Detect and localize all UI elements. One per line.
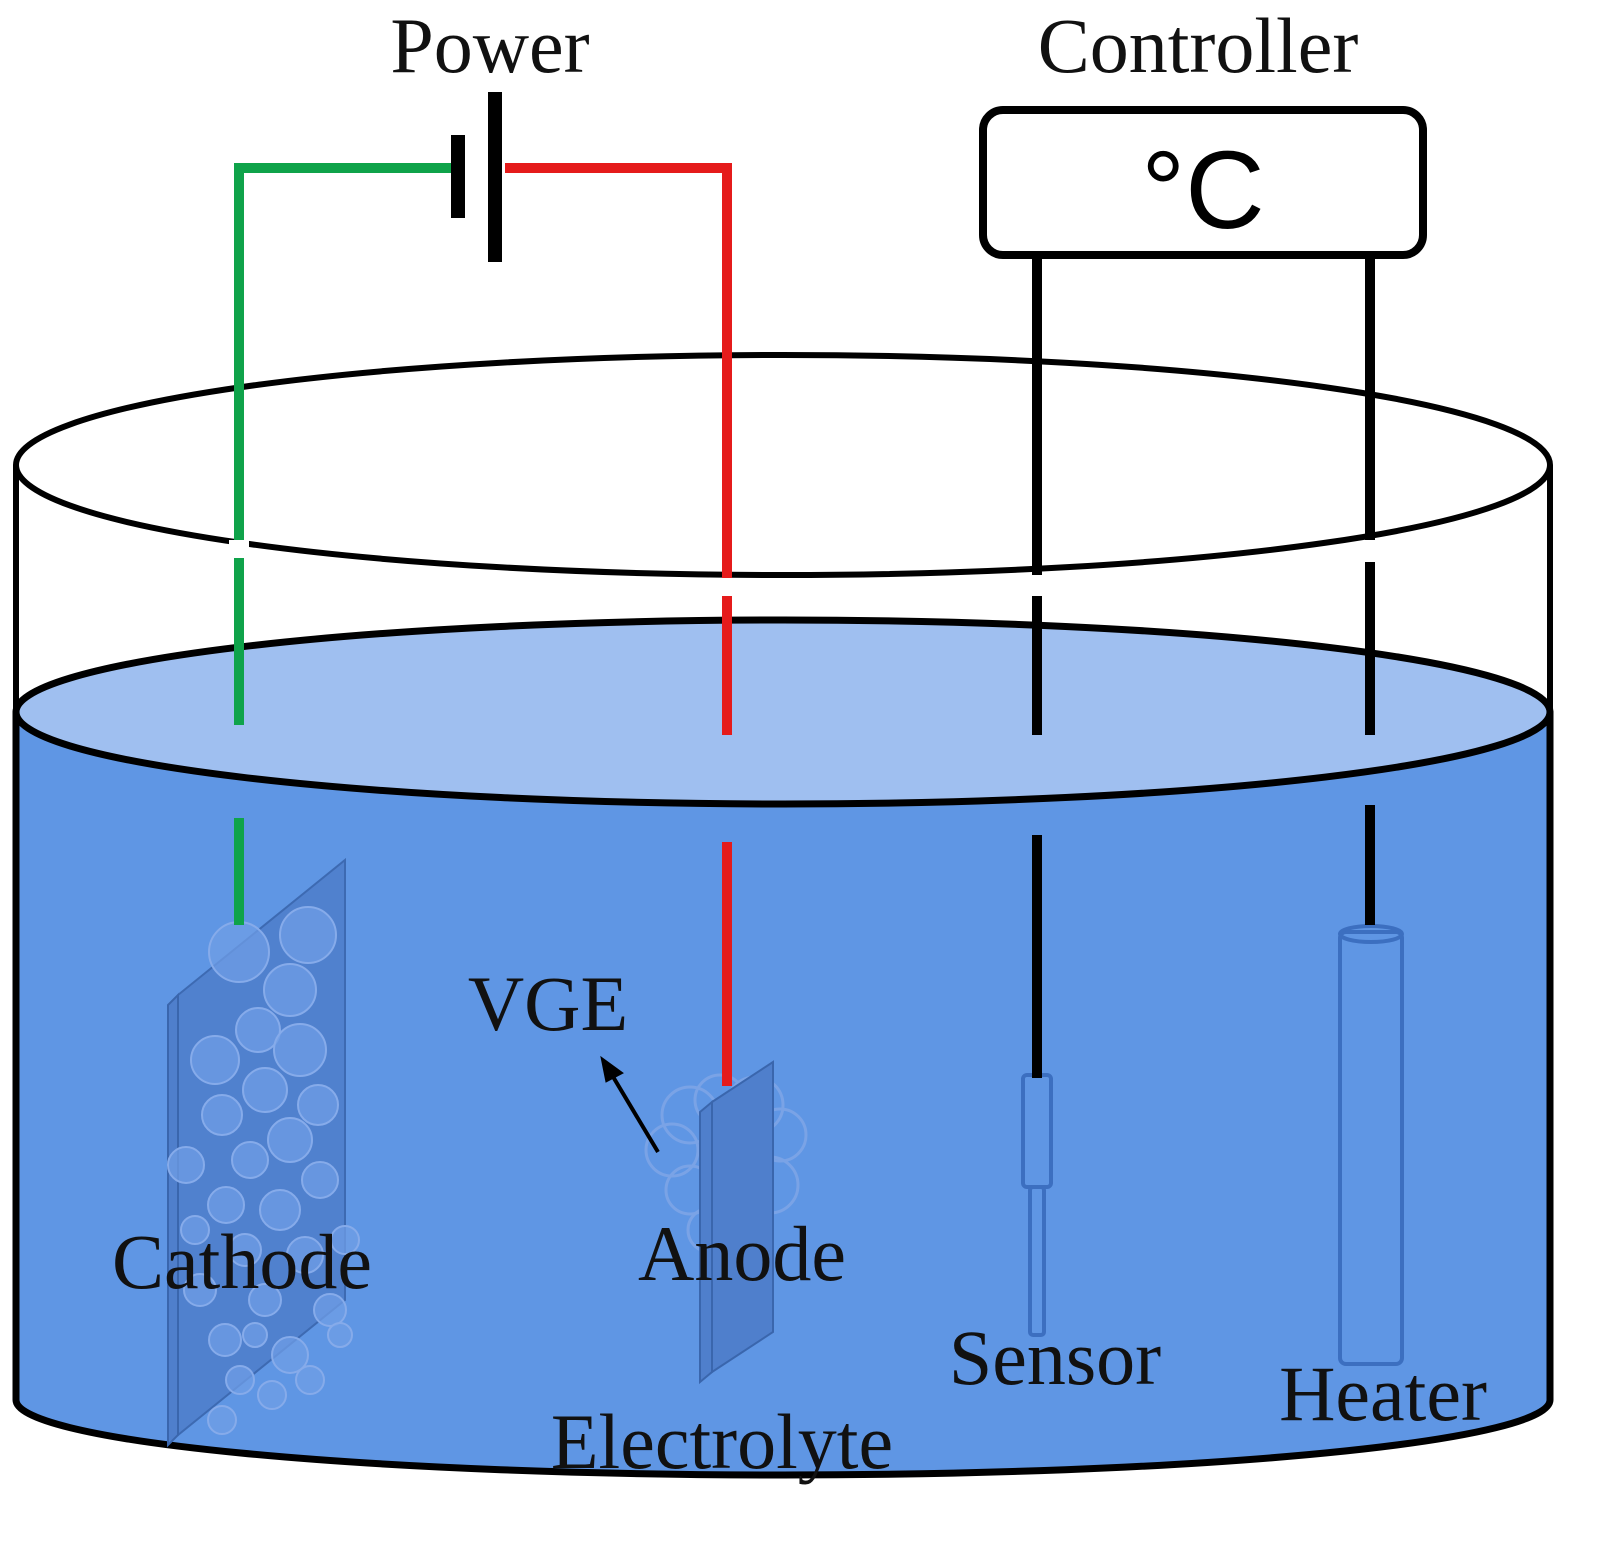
vge-arrow xyxy=(600,1055,660,1154)
gas-bubble xyxy=(248,1283,282,1317)
anode-wire xyxy=(505,163,732,1086)
gas-bubble xyxy=(228,1233,262,1267)
gas-bubble xyxy=(207,1186,245,1224)
gas-bubble xyxy=(297,1084,339,1126)
cathode-wire xyxy=(234,163,455,925)
gas-bubble xyxy=(242,1067,288,1113)
gas-bubble xyxy=(313,1293,347,1327)
gas-bubble xyxy=(259,1189,301,1231)
gas-bubble xyxy=(190,1035,240,1085)
electrolyte-body xyxy=(12,708,1554,1479)
controller-box xyxy=(979,106,1427,259)
gas-bubble xyxy=(295,1365,325,1395)
cathode-label: Cathode xyxy=(112,1218,372,1305)
gas-bubble xyxy=(231,1141,269,1179)
heater-label: Heater xyxy=(1279,1350,1487,1437)
gas-bubble xyxy=(207,1405,237,1435)
cathode-bubbles xyxy=(167,906,360,1435)
gas-bubble xyxy=(273,1023,327,1077)
anode-plate xyxy=(711,1060,774,1374)
rim-gap xyxy=(229,540,249,558)
gas-bubble xyxy=(225,1365,255,1395)
cathode-electrode xyxy=(167,857,360,1448)
gas-bubble xyxy=(180,1215,210,1245)
gas-bubble xyxy=(330,1225,360,1255)
gas-bubble xyxy=(267,1117,313,1163)
gas-bubble xyxy=(327,1322,353,1348)
tank xyxy=(12,352,1554,1479)
temperature-unit-label: °C xyxy=(1141,129,1264,252)
gas-bubble xyxy=(208,1323,242,1357)
gas-bubble xyxy=(257,1380,287,1410)
heater-tube xyxy=(1338,924,1404,1366)
vge-label: VGE xyxy=(468,960,628,1047)
anode-label: Anode xyxy=(638,1210,846,1297)
gas-bubble xyxy=(271,1336,309,1374)
gas-bubble xyxy=(183,1273,217,1307)
sensor-label: Sensor xyxy=(949,1314,1161,1401)
gas-bubble xyxy=(201,1094,243,1136)
controller-leads xyxy=(1032,255,1375,1078)
gas-bubble xyxy=(301,1161,339,1199)
rim-gap xyxy=(717,578,737,596)
gas-bubble xyxy=(286,1236,324,1274)
electrolyte-surface xyxy=(12,616,1554,808)
battery-icon xyxy=(451,92,502,262)
electrolyte-label: Electrolyte xyxy=(551,1398,893,1485)
gas-bubble xyxy=(242,1322,268,1348)
anode-electrode xyxy=(644,1060,808,1385)
power-label: Power xyxy=(390,2,589,89)
gas-bubble xyxy=(208,921,270,983)
gas-bubble xyxy=(263,963,317,1017)
controller-label: Controller xyxy=(1038,2,1359,89)
gas-bubble xyxy=(235,1007,281,1053)
gas-bubble xyxy=(167,1146,205,1184)
gas-bubble xyxy=(279,906,337,964)
